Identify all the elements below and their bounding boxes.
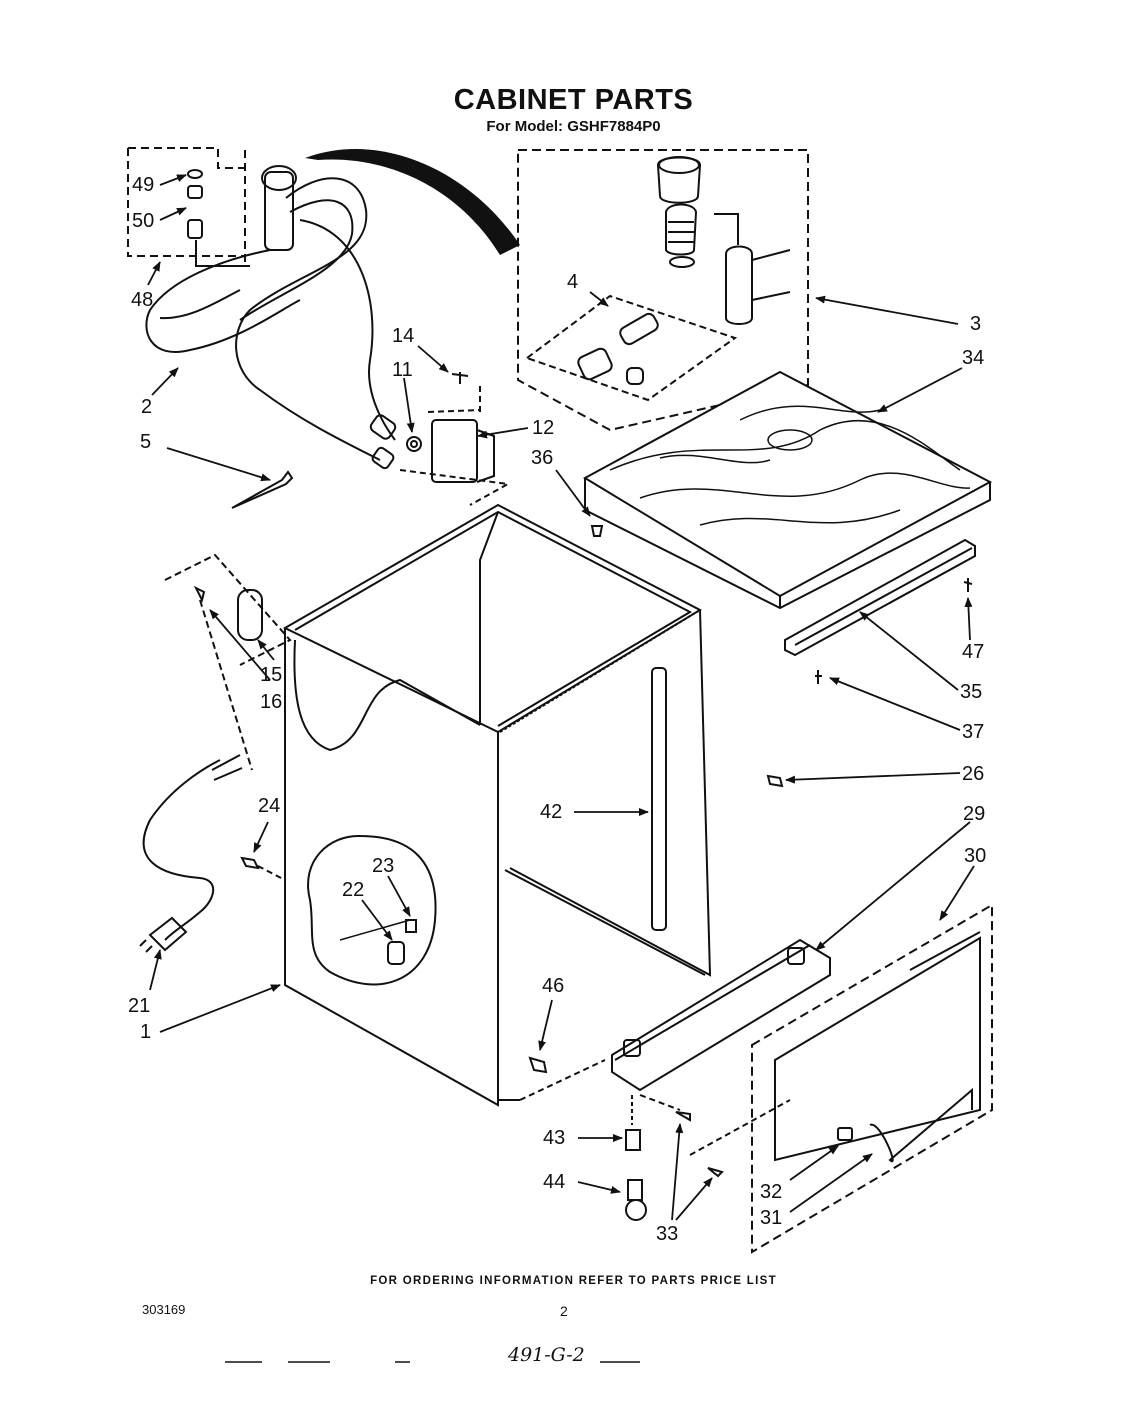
screw-46-part [528, 1056, 548, 1074]
screw-26-part [766, 774, 784, 788]
page-title: CABINET PARTS [453, 84, 694, 116]
callout-3: 3 [970, 313, 982, 335]
callout-43: 43 [543, 1127, 566, 1149]
ordering-note: FOR ORDERING INFORMATION REFER TO PARTS … [370, 1275, 777, 1287]
callout-4: 4 [567, 271, 579, 293]
callout-26: 26 [962, 763, 985, 785]
leader-lines [147, 174, 975, 1221]
callout-50: 50 [132, 210, 155, 232]
callout-2: 2 [141, 396, 153, 418]
valve-screen-inset-box [127, 147, 250, 267]
callout-36: 36 [531, 447, 554, 469]
callout-11: 11 [392, 359, 413, 381]
callout-48: 48 [131, 289, 154, 311]
control-panel-box [751, 903, 993, 1254]
callout-21: 21 [128, 995, 151, 1017]
callout-15: 15 [260, 664, 283, 686]
valve-exploded-box [517, 149, 809, 432]
callout-5: 5 [140, 431, 152, 453]
hose-clip-assembly [164, 553, 292, 771]
model-subtitle: For Model: GSHF7884P0 [486, 118, 661, 135]
callout-31: 31 [760, 1207, 783, 1229]
callout-12: 12 [532, 417, 555, 439]
callout-44: 44 [543, 1171, 566, 1193]
callout-33: 33 [656, 1223, 679, 1245]
rear-rail-assembly [784, 538, 976, 684]
callout-30: 30 [964, 845, 987, 867]
callout-34: 34 [962, 347, 985, 369]
pressure-switch-assembly [399, 372, 512, 506]
callout-29: 29 [963, 803, 986, 825]
callout-32: 32 [760, 1181, 783, 1203]
screw-36-part [590, 525, 604, 537]
document-number: 303169 [142, 1302, 186, 1317]
power-cord [139, 754, 243, 953]
handwritten-note: 491-G-2 [508, 1344, 585, 1366]
callout-37: 37 [962, 721, 985, 743]
page-number: 2 [560, 1303, 568, 1319]
curved-arrow-indicator [305, 149, 520, 255]
callout-14: 14 [392, 325, 415, 347]
inlet-hose-assembly [145, 165, 397, 470]
callout-23: 23 [372, 855, 395, 877]
callout-24: 24 [258, 795, 281, 817]
cable-tie-part [231, 470, 294, 509]
callout-46: 46 [542, 975, 565, 997]
callout-35: 35 [960, 681, 983, 703]
leveling-leg-and-caster [625, 1095, 647, 1221]
callout-16: 16 [260, 691, 283, 713]
callout-49: 49 [132, 174, 155, 196]
front-rail-part [611, 938, 831, 1092]
callout-42: 42 [540, 801, 563, 823]
callout-1: 1 [140, 1021, 152, 1043]
callout-47: 47 [962, 641, 985, 663]
cabinet-body [282, 503, 712, 1107]
callout-22: 22 [342, 879, 365, 901]
screw-24-part [240, 856, 260, 870]
cabinet-top-panel [582, 370, 993, 610]
